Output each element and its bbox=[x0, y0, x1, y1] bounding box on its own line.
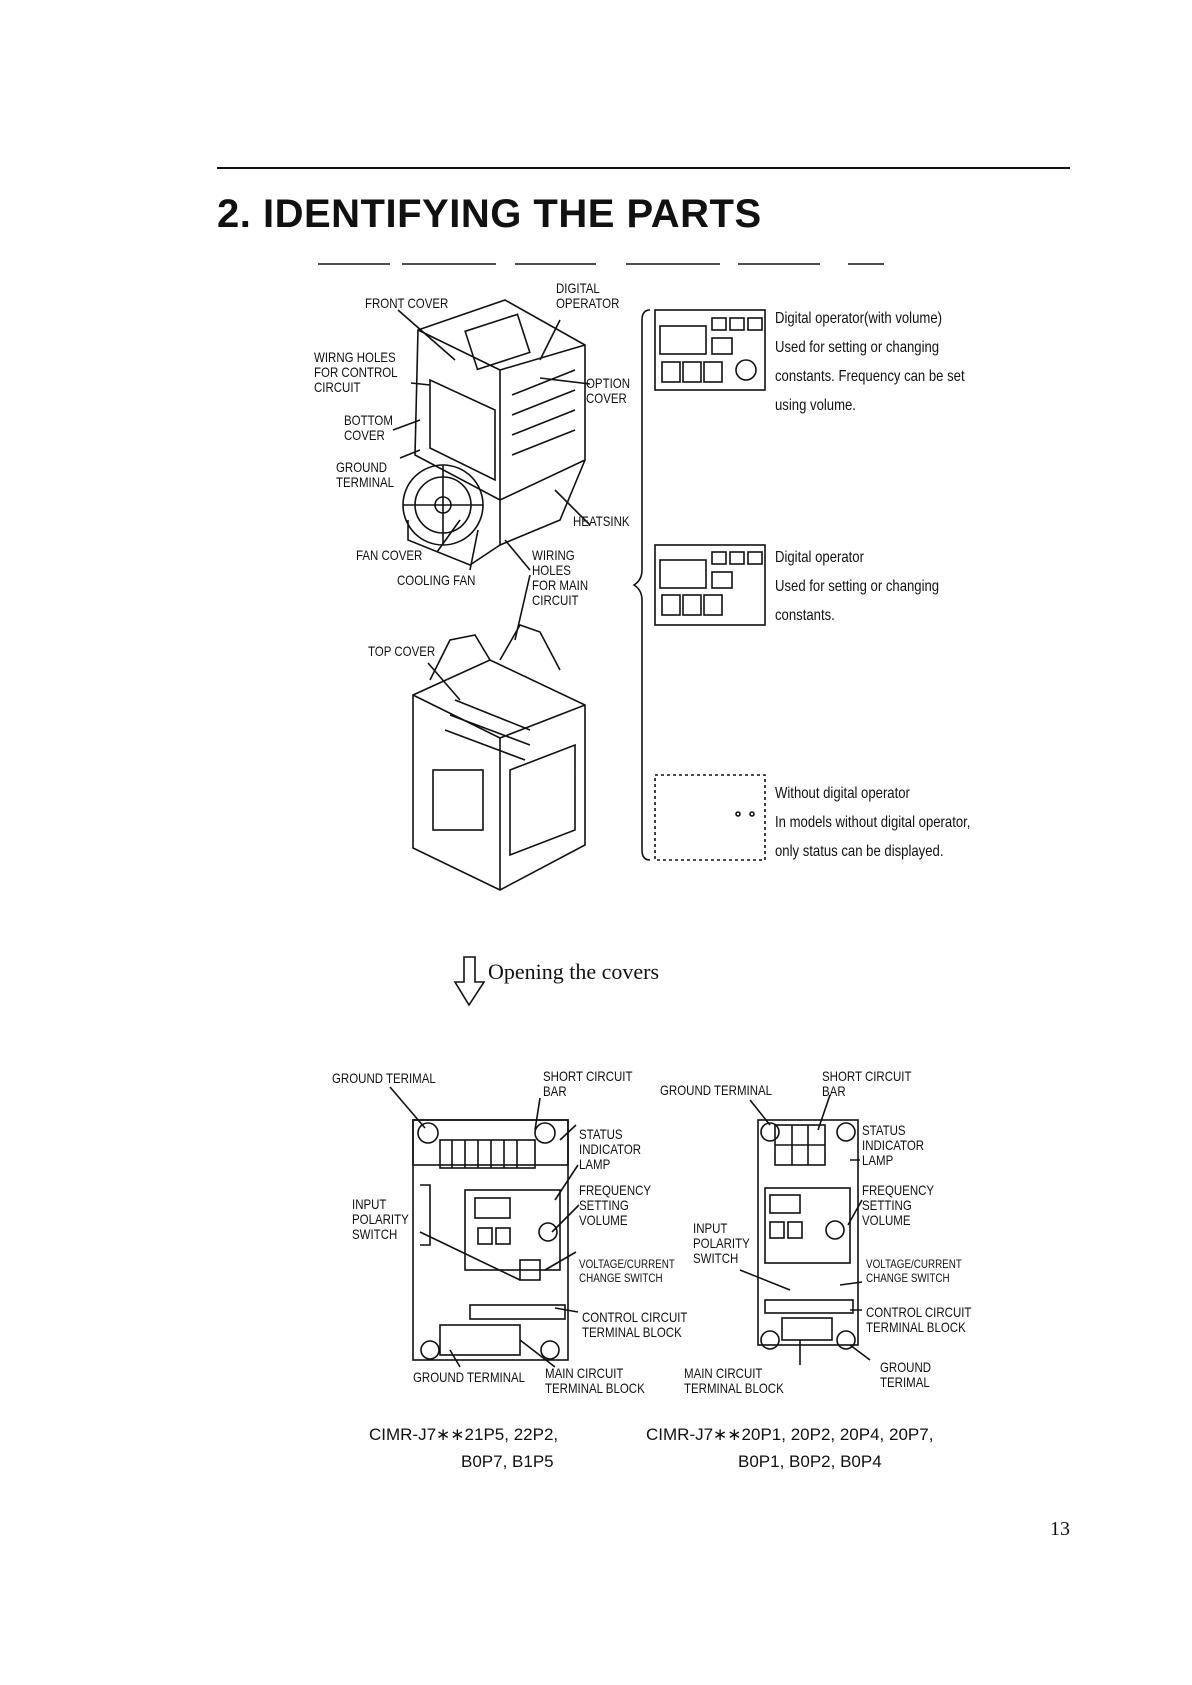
bl-control-block: CONTROL CIRCUIT TERMINAL BLOCK bbox=[582, 1309, 688, 1340]
bl-input-polarity: INPUT POLARITY SWITCH bbox=[352, 1196, 409, 1242]
label-top-cover: TOP COVER bbox=[368, 643, 436, 659]
label-wiring-holes-control: WIRNG HOLES FOR CONTROL CIRCUIT bbox=[314, 349, 398, 395]
br-main-block: MAIN CIRCUIT TERMINAL BLOCK bbox=[684, 1365, 784, 1396]
header-rule bbox=[217, 167, 1070, 169]
operator-with-volume-text: Used for setting or changing constants. … bbox=[775, 339, 965, 414]
br-ground-terminal: GROUND TERMINAL bbox=[660, 1082, 773, 1098]
br-input-polarity: INPUT POLARITY SWITCH bbox=[693, 1220, 750, 1266]
operator-with-volume-title: Digital operator(with volume) bbox=[775, 310, 942, 327]
label-digital-operator: DIGITAL OPERATOR bbox=[556, 280, 620, 311]
bl-vc-switch: VOLTAGE/CURRENT CHANGE SWITCH bbox=[579, 1257, 675, 1285]
operator-standard-text: Used for setting or changing constants. bbox=[775, 578, 940, 624]
caption-right-line1: CIMR-J7∗∗20P1, 20P2, 20P4, 20P7, bbox=[646, 1425, 934, 1444]
label-wiring-holes-main: WIRING HOLES FOR MAIN CIRCUIT bbox=[532, 547, 589, 608]
label-cooling-fan: COOLING FAN bbox=[397, 572, 476, 588]
bl-short-circuit-bar: SHORT CIRCUIT BAR bbox=[543, 1068, 633, 1099]
opening-covers-text: Opening the covers bbox=[488, 959, 660, 984]
label-bottom-cover: BOTTOM COVER bbox=[344, 412, 393, 443]
label-fan-cover: FAN COVER bbox=[356, 547, 423, 563]
page-number: 13 bbox=[1050, 1518, 1070, 1540]
operator-standard-title: Digital operator bbox=[775, 549, 864, 566]
label-front-cover: FRONT COVER bbox=[365, 295, 449, 311]
bl-freq-volume: FREQUENCY SETTING VOLUME bbox=[579, 1182, 652, 1228]
bl-main-block: MAIN CIRCUIT TERMINAL BLOCK bbox=[545, 1365, 645, 1396]
operator-none-title: Without digital operator bbox=[775, 785, 910, 802]
bl-status-lamp: STATUS INDICATOR LAMP bbox=[579, 1126, 642, 1172]
page-title: 2. IDENTIFYING THE PARTS bbox=[217, 192, 762, 236]
label-heatsink: HEATSINK bbox=[573, 513, 630, 529]
br-freq-volume: FREQUENCY SETTING VOLUME bbox=[862, 1182, 935, 1228]
operator-none-text: In models without digital operator, only… bbox=[775, 814, 971, 860]
br-control-block: CONTROL CIRCUIT TERMINAL BLOCK bbox=[866, 1304, 972, 1335]
label-ground-terminal-top: GROUND TERMINAL bbox=[336, 459, 395, 490]
caption-left-line2: B0P7, B1P5 bbox=[461, 1452, 554, 1471]
br-status-lamp: STATUS INDICATOR LAMP bbox=[862, 1122, 925, 1168]
br-vc-switch: VOLTAGE/CURRENT CHANGE SWITCH bbox=[866, 1257, 962, 1285]
bl-ground-terminal: GROUND TERMINAL bbox=[413, 1369, 526, 1385]
bl-ground-terimal: GROUND TERIMAL bbox=[332, 1070, 436, 1086]
label-option-cover: OPTION COVER bbox=[586, 375, 631, 406]
br-short-circuit-bar: SHORT CIRCUIT BAR bbox=[822, 1068, 912, 1099]
br-ground-terimal: GROUND TERIMAL bbox=[880, 1359, 932, 1390]
caption-left-line1: CIMR-J7∗∗21P5, 22P2, bbox=[369, 1425, 559, 1444]
caption-right-line2: B0P1, B0P2, B0P4 bbox=[738, 1452, 882, 1471]
